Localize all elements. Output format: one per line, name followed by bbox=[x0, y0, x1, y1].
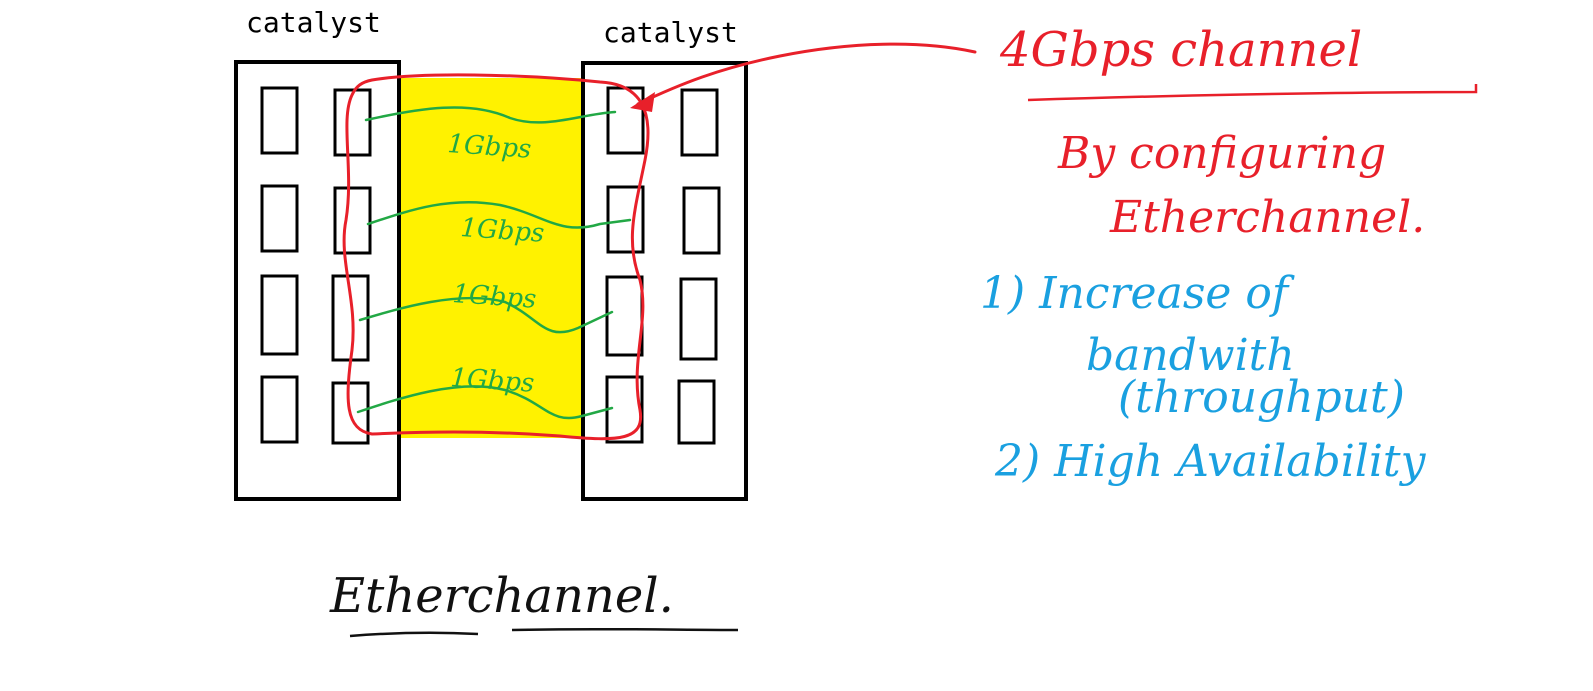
right-port bbox=[605, 275, 644, 357]
footer-title: Etherchannel. bbox=[329, 568, 674, 624]
link-speed-label: 1Gbps bbox=[450, 363, 536, 399]
link-line bbox=[366, 200, 632, 229]
link-speed-label: 1Gbps bbox=[452, 279, 538, 315]
benefit-bandwidth-line3: (throughput) bbox=[1118, 372, 1405, 423]
right-switch bbox=[581, 61, 748, 501]
left-switch bbox=[234, 60, 401, 501]
channel-bundle-outline bbox=[342, 73, 650, 441]
right-switch-label: catalyst bbox=[603, 16, 738, 49]
left-port bbox=[260, 375, 299, 444]
left-port bbox=[333, 186, 372, 255]
link-line bbox=[364, 106, 617, 124]
footer-underline bbox=[349, 627, 739, 638]
arrow-head-icon bbox=[630, 92, 655, 112]
left-switch-label: catalyst bbox=[246, 6, 381, 39]
links bbox=[356, 106, 632, 420]
benefit-bandwidth-line2: bandwith bbox=[1086, 330, 1295, 381]
left-port bbox=[333, 88, 372, 157]
channel-underline bbox=[1027, 84, 1478, 102]
right-port bbox=[679, 277, 718, 361]
config-annotation-line1: By configuring bbox=[1057, 128, 1386, 179]
link-speed-label: 1Gbps bbox=[447, 129, 533, 165]
config-annotation-line2: Etherchannel. bbox=[1109, 192, 1425, 243]
benefit-availability: 2) High Availability bbox=[994, 436, 1427, 487]
link-speed-label: 1Gbps bbox=[460, 213, 546, 249]
right-port bbox=[682, 186, 721, 255]
left-port bbox=[260, 274, 299, 356]
right-port bbox=[677, 379, 716, 445]
left-port bbox=[260, 86, 299, 155]
channel-arrow bbox=[636, 42, 977, 106]
channel-bundle-fill bbox=[398, 78, 584, 438]
right-port bbox=[680, 88, 719, 157]
left-port bbox=[260, 184, 299, 253]
link-line bbox=[358, 296, 614, 334]
benefit-bandwidth-line1: 1) Increase of bbox=[980, 268, 1295, 319]
channel-annotation: 4Gbps channel bbox=[999, 22, 1362, 78]
left-switch-chassis bbox=[234, 60, 401, 501]
link-line bbox=[356, 385, 614, 420]
